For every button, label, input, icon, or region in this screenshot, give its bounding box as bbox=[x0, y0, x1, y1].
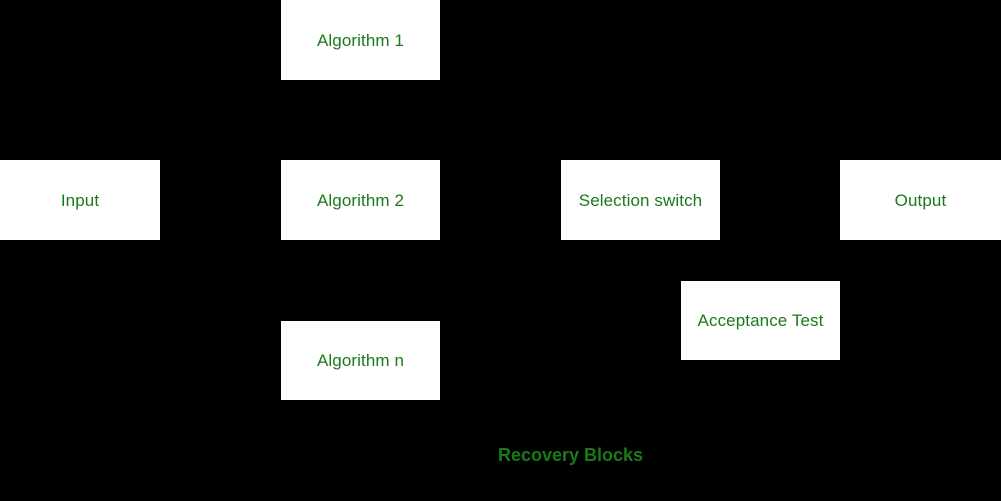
node-acceptance-test-label: Acceptance Test bbox=[697, 311, 824, 330]
node-output[interactable]: Output bbox=[840, 160, 1001, 240]
node-algorithm-n[interactable]: Algorithm n bbox=[281, 321, 440, 400]
node-algorithm-2-label: Algorithm 2 bbox=[316, 190, 405, 210]
node-input-label: Input bbox=[60, 190, 100, 210]
node-output-label: Output bbox=[894, 190, 947, 210]
node-algorithm-2[interactable]: Algorithm 2 bbox=[281, 160, 440, 240]
node-acceptance-test[interactable]: Acceptance Test bbox=[681, 281, 840, 360]
diagram-caption: Recovery Blocks bbox=[497, 445, 644, 465]
node-algorithm-n-label: Algorithm n bbox=[316, 351, 405, 370]
node-algorithm-1[interactable]: Algorithm 1 bbox=[281, 0, 440, 80]
node-input[interactable]: Input bbox=[0, 160, 160, 240]
node-algorithm-1-label: Algorithm 1 bbox=[316, 30, 405, 50]
node-selection-switch[interactable]: Selection switch bbox=[561, 160, 720, 240]
node-selection-switch-label: Selection switch bbox=[578, 190, 703, 210]
